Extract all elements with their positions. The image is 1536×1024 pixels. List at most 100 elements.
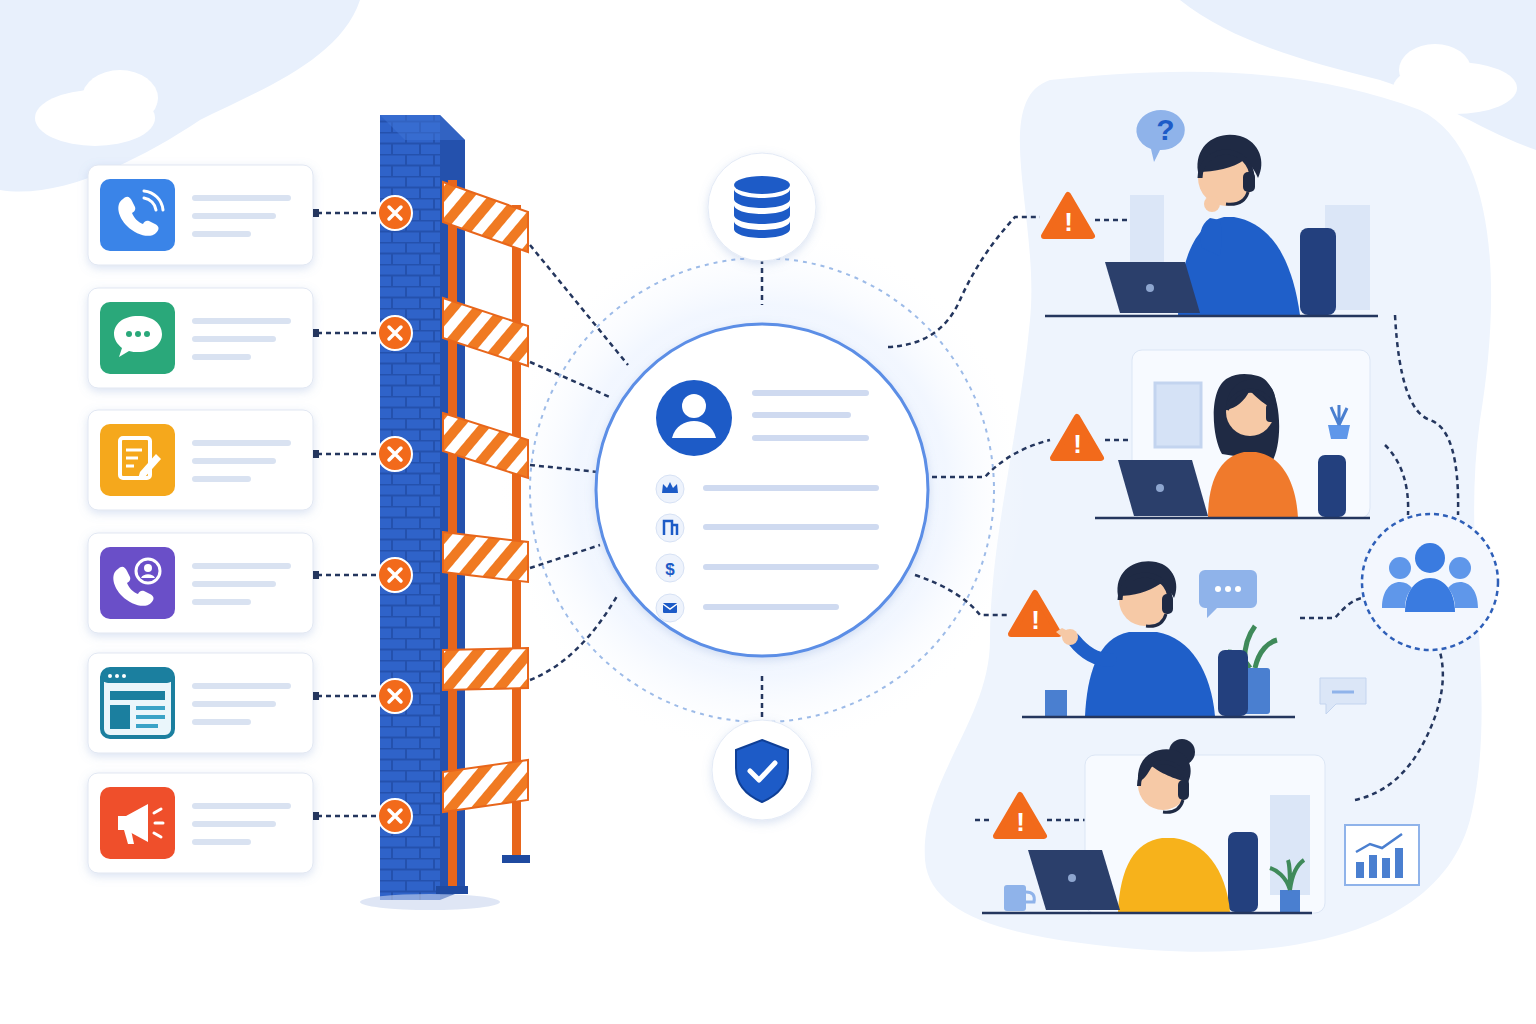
drawing-path (1405, 578, 1455, 612)
drawing-rect (313, 692, 319, 700)
drawing-path (1138, 749, 1191, 782)
drawing-rect (1004, 885, 1026, 911)
drawing-circle (1146, 284, 1154, 292)
drawing-circle (1062, 629, 1078, 645)
warning-mark: ! (1064, 209, 1073, 235)
drawing-path (1208, 452, 1298, 518)
drawing-g (313, 209, 319, 820)
database-icon (708, 153, 816, 261)
drawing-circle (1068, 874, 1076, 882)
drawing-path (1095, 517, 1370, 520)
drawing-circle (122, 674, 126, 678)
drawing-rect (1266, 404, 1276, 422)
drawing-path (663, 604, 677, 609)
drawing-polygon (1011, 593, 1059, 634)
drawing-path (1146, 614, 1166, 626)
drawing-rect (100, 424, 175, 496)
customer-profile (596, 324, 928, 656)
barricade (436, 180, 530, 894)
drawing-path (706, 488, 876, 607)
question-mark: ? (1156, 115, 1174, 145)
drawing-circle (712, 720, 812, 820)
drawing-path (530, 596, 617, 680)
drawing-polygon (996, 795, 1044, 836)
drawing-path (1198, 135, 1262, 178)
drawing-polygon (1105, 262, 1200, 313)
drawing-circle (135, 331, 141, 337)
drawing-path (195, 806, 288, 842)
drawing-g (378, 196, 412, 230)
drawing-polygon (380, 115, 465, 140)
drawing-g (88, 773, 313, 873)
drawing-rect (1178, 780, 1189, 800)
drawing-circle (656, 594, 684, 622)
drawing-path (734, 205, 790, 224)
drawing-rect (1155, 383, 1201, 447)
drawing-path (1178, 217, 1300, 315)
label-slot: ! (1062, 207, 1075, 237)
drawing-rect (88, 773, 313, 873)
drawing-ellipse (360, 894, 500, 910)
drawing-rect (313, 812, 319, 820)
drawing-rect (1270, 795, 1310, 895)
drawing-path (1270, 860, 1304, 890)
drawing-path (530, 362, 612, 398)
drawing-path (1085, 632, 1215, 716)
drawing-circle (1235, 586, 1241, 592)
drawing-ellipse (82, 70, 158, 126)
drawing-path (1118, 838, 1230, 912)
drawing-path (1199, 570, 1257, 618)
drawing-circle (126, 331, 132, 337)
drawing-path (734, 221, 790, 238)
drawing-circle (378, 799, 412, 833)
drawing-circle (108, 674, 112, 678)
drawing-rect (313, 450, 319, 458)
drawing-circle (378, 679, 412, 713)
drawing-circle (1225, 586, 1231, 592)
drawing-path (530, 245, 628, 365)
drawing-path (389, 327, 401, 339)
drawing-circle (115, 674, 119, 678)
drawing-g (378, 558, 412, 592)
warning-mark: ! (1073, 431, 1082, 457)
drawing-path (915, 575, 1008, 615)
drawing-path (1136, 110, 1184, 162)
drawing-rect (313, 209, 319, 217)
drawing-path (1395, 315, 1458, 515)
drawing-circle (497, 225, 1027, 755)
drawing-path (114, 316, 162, 357)
agent-woman-orange (1095, 350, 1370, 518)
drawing-polygon (380, 115, 440, 900)
drawing-polygon (1028, 850, 1120, 910)
drawing-rect (1218, 650, 1248, 716)
drawing-rect (313, 329, 319, 337)
label-slot: ! (1014, 807, 1027, 837)
drawing-polygon (1118, 460, 1208, 516)
drawing-path (1331, 405, 1347, 425)
drawing-rect (88, 653, 313, 753)
drawing-path (195, 321, 288, 357)
drawing-rect (1300, 228, 1336, 315)
drawing-path (736, 740, 788, 802)
drawing-path (755, 393, 866, 438)
drawing-rect (100, 547, 175, 619)
drawing-circle (682, 394, 706, 418)
drawing-rect (110, 705, 130, 729)
drawing-path (124, 830, 134, 844)
drawing-path (1332, 691, 1354, 694)
agent-flows (888, 217, 1458, 820)
drawing-path (144, 191, 163, 210)
drawing-path (113, 567, 153, 606)
drawing-path (1200, 218, 1222, 256)
drawing-polygon (1053, 417, 1101, 458)
drawing-rect (110, 691, 165, 700)
drawing-rect (88, 533, 313, 633)
drawing-path (530, 465, 598, 472)
drawing-polygon (443, 648, 528, 690)
drawing-rect (88, 288, 313, 388)
drawing-circle (1389, 557, 1411, 579)
drawing-circle (1204, 196, 1220, 212)
drawing-path (389, 207, 401, 219)
drawing-rect (1318, 455, 1346, 517)
